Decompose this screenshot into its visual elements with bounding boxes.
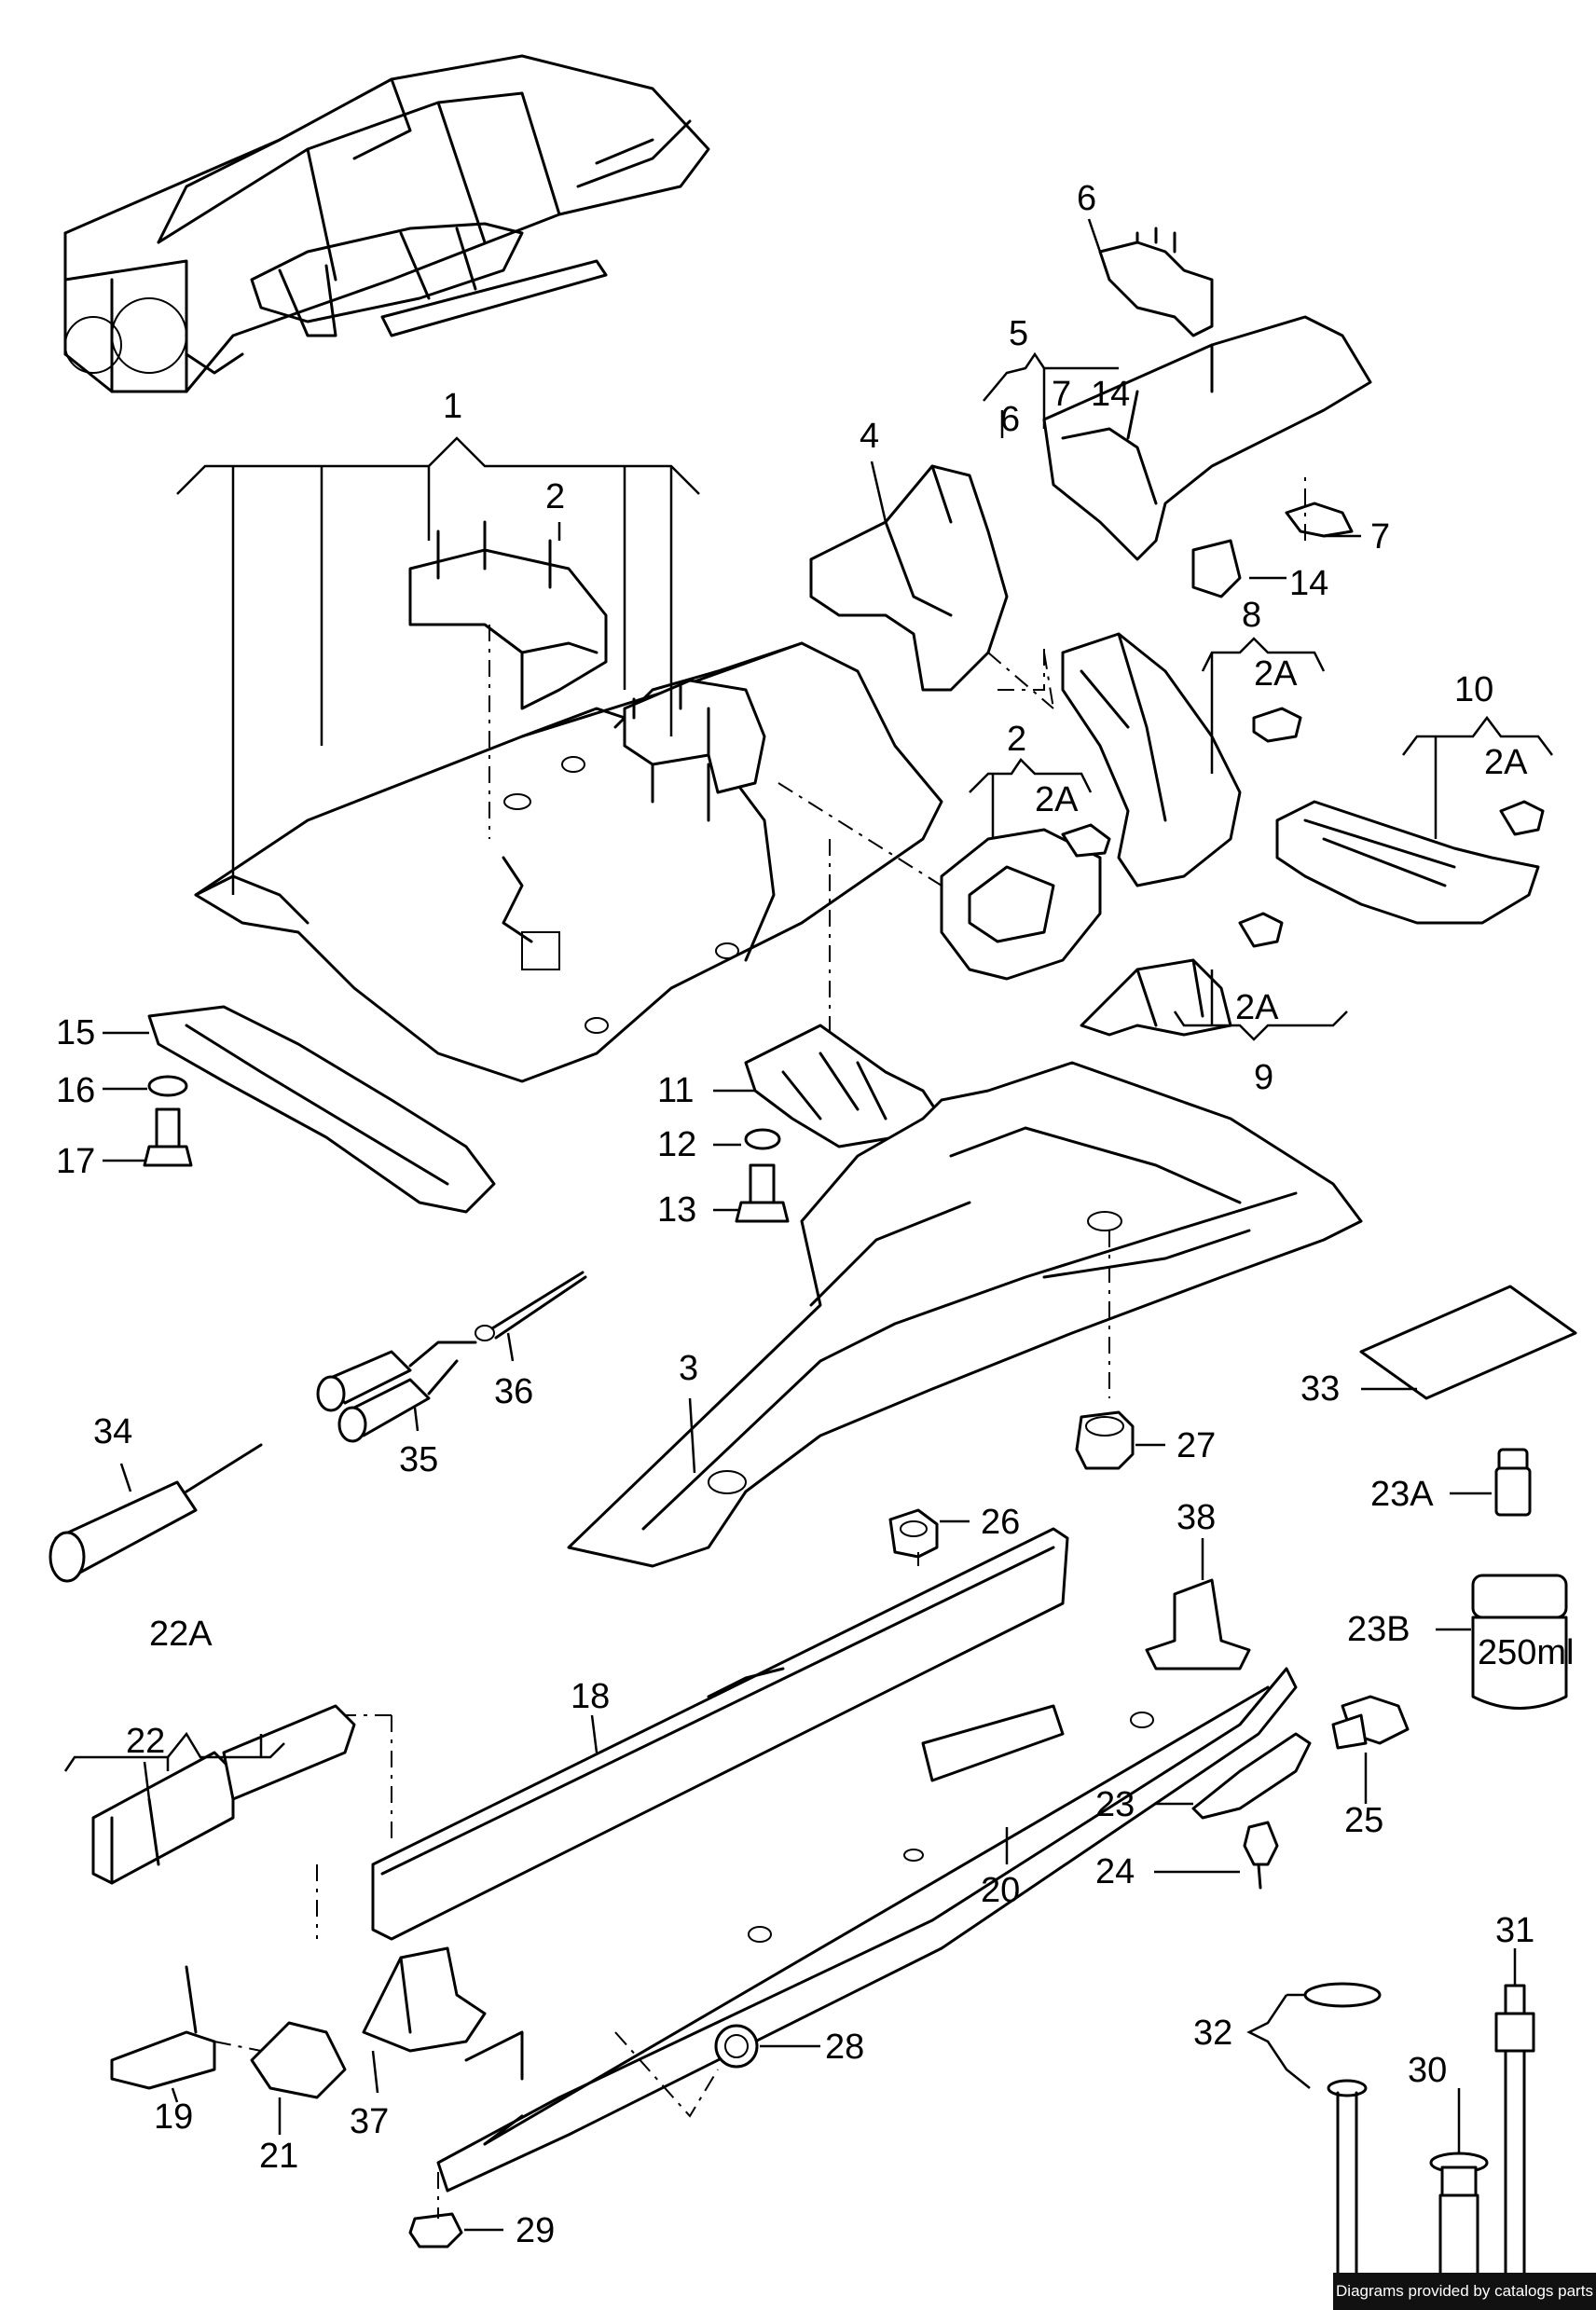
callout-labels: 1 2 2 2A 2A 2A 2A 3 4 5 6 6 7 7 8 9 10 1… <box>56 179 1534 2250</box>
clip-24-drawing <box>1243 1821 1279 1890</box>
container-23B-drawing: 250ml <box>1471 1574 1575 1710</box>
label-8: 8 <box>1242 596 1261 635</box>
clip-29-drawing <box>408 2212 463 2248</box>
plug-26-drawing <box>888 1508 939 1559</box>
label-10: 10 <box>1454 670 1493 709</box>
label-18: 18 <box>571 1677 610 1716</box>
assembly-lines <box>213 475 1306 2219</box>
part-22-drawing <box>91 1704 356 1885</box>
label-9: 9 <box>1254 1058 1273 1097</box>
label-5: 5 <box>1009 314 1028 353</box>
bracket-8-drawing <box>1061 632 1302 887</box>
part-37-drawing <box>362 1946 487 2053</box>
cartridge-34-drawing <box>48 1443 263 1583</box>
tunnel-rear-drawing <box>1042 227 1372 598</box>
label-2A-ring: 2A <box>1035 780 1079 819</box>
label-29: 29 <box>516 2211 555 2250</box>
label-16: 16 <box>56 1071 95 1110</box>
label-19: 19 <box>154 2097 193 2137</box>
bracket-10-drawing <box>1275 800 1545 925</box>
label-23A: 23A <box>1370 1475 1434 1514</box>
label-23: 23 <box>1095 1785 1135 1824</box>
label-2-top: 2 <box>545 477 565 516</box>
container-volume-label: 250ml <box>1478 1633 1575 1672</box>
bracket-23-drawing <box>1191 1732 1312 1820</box>
label-14-low: 14 <box>1289 564 1328 603</box>
bracket-9-drawing <box>1080 912 1284 1037</box>
nozzle-35-drawing <box>316 1341 477 1443</box>
label-6: 6 <box>1000 400 1020 439</box>
label-27: 27 <box>1176 1426 1216 1465</box>
sheet-33-drawing <box>1359 1285 1577 1400</box>
label-26: 26 <box>981 1503 1020 1542</box>
label-22A: 22A <box>149 1615 213 1654</box>
label-35: 35 <box>399 1440 438 1479</box>
label-2-ring: 2 <box>1007 720 1026 759</box>
label-34: 34 <box>93 1412 132 1451</box>
label-32: 32 <box>1193 2014 1232 2053</box>
bracket-4-drawing <box>809 464 1009 692</box>
part-31-drawing <box>1494 1984 1535 2304</box>
label-21: 21 <box>259 2137 298 2176</box>
label-20: 20 <box>981 1871 1020 1910</box>
nozzle-tip-36-drawing <box>475 1271 587 1341</box>
part-32-drawing <box>1303 1982 1382 2304</box>
label-7-right: 7 <box>1370 517 1390 557</box>
label-23B: 23B <box>1347 1610 1410 1649</box>
label-13: 13 <box>657 1190 696 1230</box>
label-6-top: 6 <box>1077 179 1096 218</box>
label-11: 11 <box>657 1071 694 1110</box>
label-2A-10: 2A <box>1484 743 1528 782</box>
label-28: 28 <box>825 2028 864 2067</box>
plug-27-drawing <box>1075 1410 1135 1470</box>
label-2A-9: 2A <box>1235 988 1279 1027</box>
label-12: 12 <box>657 1125 696 1164</box>
beam-15-drawing <box>143 1005 496 1214</box>
bracket-2-drawing <box>408 520 608 710</box>
label-3: 3 <box>679 1349 698 1388</box>
tunnel-bracket-drawing <box>623 679 766 794</box>
label-36: 36 <box>494 1372 533 1411</box>
grommet-28-drawing <box>714 2024 759 2069</box>
part-21-drawing <box>250 2021 347 2099</box>
bolt-25-drawing <box>1331 1695 1410 1750</box>
label-1: 1 <box>443 387 462 426</box>
label-17: 17 <box>56 1142 95 1181</box>
label-15: 15 <box>56 1013 95 1052</box>
label-7: 7 <box>1052 375 1071 414</box>
part-19-drawing <box>110 1965 216 2090</box>
leader-lines <box>63 218 1553 2232</box>
sill-panel-18-drawing <box>371 1527 1069 1941</box>
label-37: 37 <box>350 2102 389 2141</box>
sill-reinforcement-20-drawing <box>436 1667 1298 2193</box>
label-38: 38 <box>1176 1498 1216 1537</box>
part-38-drawing <box>1145 1578 1251 1671</box>
label-22: 22 <box>126 1722 165 1761</box>
floor-pan-drawing <box>194 641 943 1083</box>
car-body-shell-drawing <box>63 54 710 393</box>
footer-credit: Diagrams provided by catalogs parts <box>1333 2273 1596 2310</box>
underbody-pan-3-drawing <box>567 1061 1363 1568</box>
label-31: 31 <box>1495 1911 1534 1950</box>
label-24: 24 <box>1095 1852 1135 1891</box>
label-2A-8: 2A <box>1254 654 1298 694</box>
bottle-23A-drawing <box>1494 1448 1532 1517</box>
label-33: 33 <box>1300 1369 1340 1409</box>
label-25: 25 <box>1344 1801 1383 1840</box>
bracket-2-ring-drawing <box>940 823 1111 981</box>
label-4: 4 <box>860 417 879 456</box>
label-30: 30 <box>1408 2051 1447 2090</box>
label-14: 14 <box>1091 375 1130 414</box>
